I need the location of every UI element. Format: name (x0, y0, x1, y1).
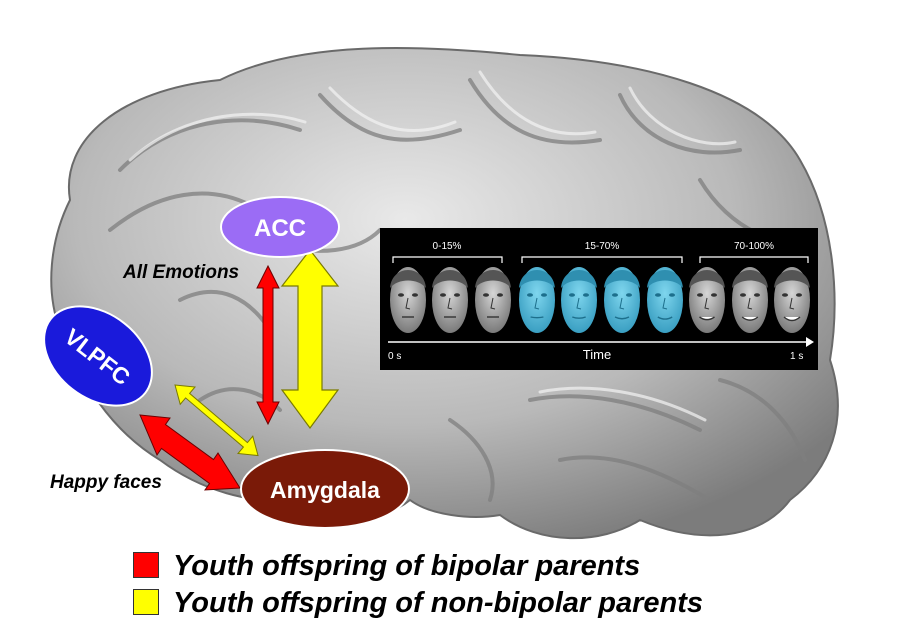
legend-swatch-non-bipolar (133, 589, 159, 615)
face-stimulus-highlighted (561, 267, 597, 333)
vlpfc-node (43, 305, 153, 407)
segment-label-0-15: 0-15% (433, 241, 462, 252)
face-stimulus (689, 267, 725, 333)
face-stimulus (432, 267, 468, 333)
happy-faces-annotation: Happy faces (50, 472, 162, 493)
face-stimulus (475, 267, 511, 333)
stimulus-panel: 0-15% 15-70% 70-100% 0 s Time 1 s (380, 228, 818, 370)
legend-item-non-bipolar: Youth offspring of non-bipolar parents (133, 586, 833, 620)
legend-label-bipolar: Youth offspring of bipolar parents (173, 550, 641, 582)
timeline-axis-label: Time (583, 347, 611, 362)
acc-label: ACC (254, 215, 306, 242)
vlpfc-amygdala-arrow-non-bipolar (174, 384, 259, 457)
segment-label-70-100: 70-100% (734, 241, 774, 252)
vlpfc-amygdala-arrow-bipolar (139, 414, 241, 491)
face-stimulus (390, 267, 426, 333)
bracket-70-100 (699, 256, 809, 263)
amygdala-label: Amygdala (270, 477, 380, 503)
timeline-start-label: 0 s (388, 351, 401, 362)
region-vlpfc: VLPFC (43, 305, 153, 407)
segment-label-15-70: 15-70% (585, 241, 620, 252)
amygdala-node (240, 449, 410, 529)
face-stimulus-highlighted (519, 267, 555, 333)
connectivity-arrows (139, 249, 340, 491)
bracket-15-70 (521, 256, 683, 263)
legend-item-bipolar: Youth offspring of bipolar parents (133, 549, 833, 583)
face-stimulus-highlighted (604, 267, 640, 333)
acc-node (220, 196, 340, 258)
acc-amygdala-arrow-bipolar (256, 264, 280, 426)
legend-label-non-bipolar: Youth offspring of non-bipolar parents (173, 587, 704, 619)
face-stimulus (774, 267, 810, 333)
region-acc: ACC (220, 196, 340, 258)
all-emotions-annotation: All Emotions (122, 262, 239, 283)
acc-amygdala-arrow-non-bipolar (280, 249, 340, 430)
face-stimulus (732, 267, 768, 333)
legend-swatch-bipolar (133, 552, 159, 578)
timeline-end-label: 1 s (790, 351, 803, 362)
bracket-0-15 (392, 256, 503, 263)
face-stimulus-highlighted (647, 267, 683, 333)
region-amygdala: Amygdala (240, 449, 410, 529)
timeline-arrowhead (806, 337, 814, 347)
